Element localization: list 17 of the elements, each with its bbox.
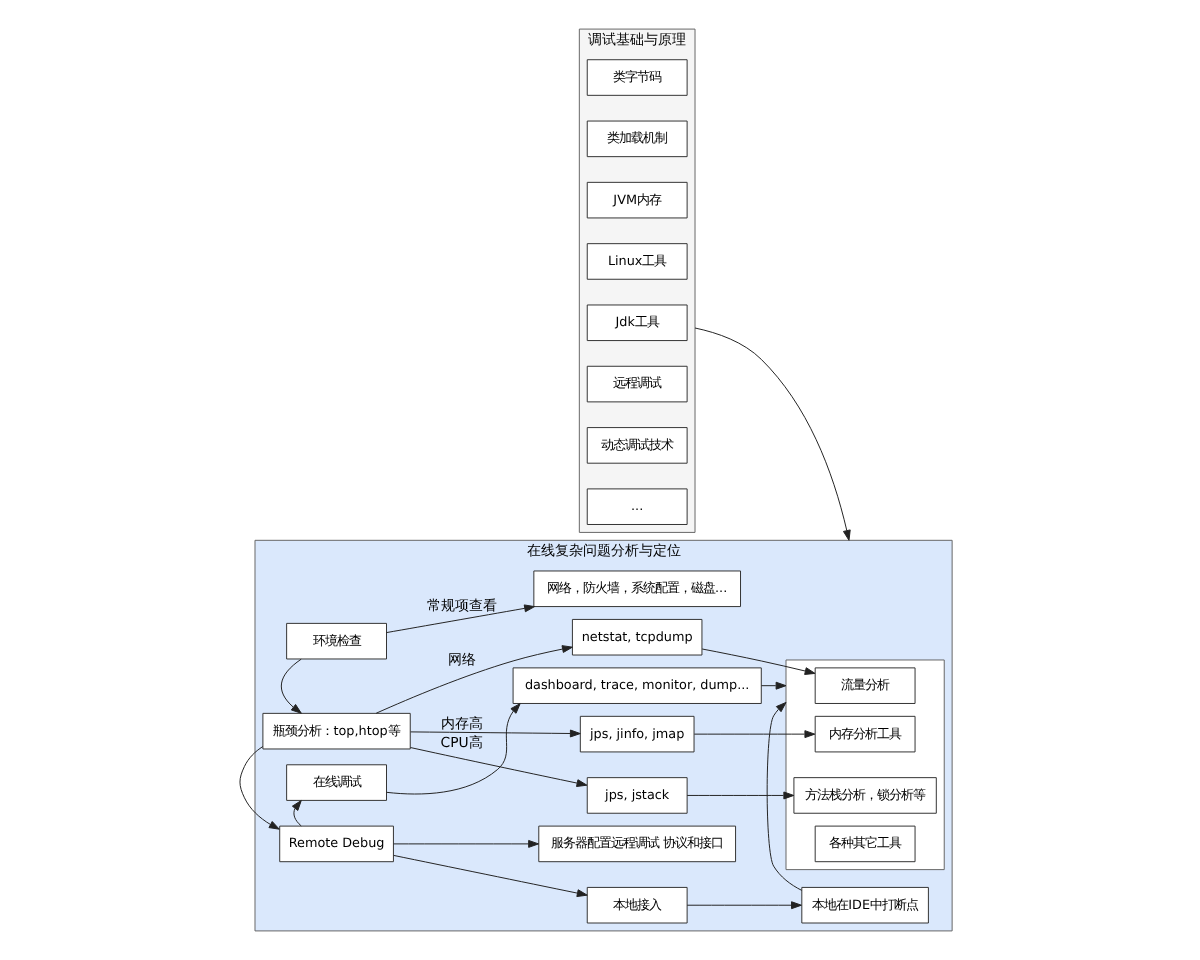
- arrow: [409, 747, 588, 788]
- arrow: [686, 901, 802, 910]
- arrow: [386, 604, 536, 634]
- arrow: [239, 746, 280, 830]
- arrow: [686, 791, 795, 800]
- arrow: [280, 658, 302, 714]
- arrow: [701, 648, 816, 675]
- arrow: [291, 800, 302, 827]
- arrow: [386, 703, 521, 795]
- arrow: [760, 681, 787, 690]
- arrow: [393, 839, 540, 848]
- arrow: [393, 854, 588, 898]
- arrow: [766, 701, 803, 891]
- arrow: [694, 327, 851, 541]
- arrow: [693, 730, 816, 739]
- arrow: [375, 645, 573, 714]
- arrow: [410, 729, 581, 738]
